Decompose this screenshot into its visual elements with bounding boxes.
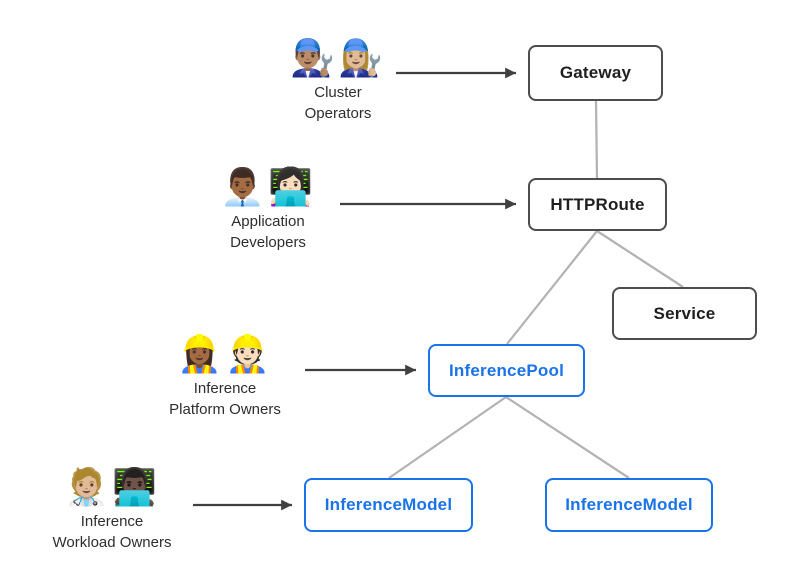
persona-inference-platform-owners: 👷🏾‍♀️👷🏻 Inference Platform Owners [145,330,305,420]
mechanics-emoji-icon: 👨🏽‍🔧👩🏼‍🔧 [290,37,386,78]
node-httproute: HTTPRoute [528,178,667,231]
persona-label: Cluster [314,84,362,101]
persona-label: Workload Owners [52,534,172,551]
node-label: Gateway [559,63,632,82]
construction-workers-emoji-icon: 👷🏾‍♀️👷🏻 [177,333,273,374]
node-service: Service [612,287,757,340]
persona-cluster-operators: 👨🏽‍🔧👩🏼‍🔧 Cluster Operators [258,34,418,124]
persona-inference-workload-owners: 🧑🏼‍⚕️👨🏿‍💻 Inference Workload Owners [32,463,192,553]
edge-httproute-to-service [596,230,684,288]
persona-label: Developers [230,234,306,251]
persona-label: Inference [80,513,144,530]
developers-emoji-icon: 👨🏾‍💼👩🏻‍💻 [220,166,316,207]
node-inferencemodel-2: InferenceModel [545,478,713,532]
edge-inferencepool-to-inferencemodel-1 [388,396,507,479]
node-gateway: Gateway [528,45,663,101]
node-label: InferenceModel [324,495,453,514]
workload-owners-emoji-icon: 🧑🏼‍⚕️👨🏿‍💻 [64,466,160,507]
node-label: HTTPRoute [550,194,645,214]
persona-application-developers: 👨🏾‍💼👩🏻‍💻 Application Developers [188,163,348,253]
node-label: InferenceModel [565,495,693,514]
node-label: InferencePool [448,360,565,380]
edge-httproute-to-inferencepool [506,230,598,345]
edge-gateway-to-httproute [594,100,599,179]
node-inferencemodel-1: InferenceModel [304,478,473,532]
persona-label: Application [231,213,305,230]
node-label: Service [653,303,716,323]
node-inferencepool: InferencePool [428,344,585,397]
edge-inferencepool-to-inferencemodel-2 [505,396,630,479]
persona-label: Operators [304,105,372,122]
persona-label: Inference [193,380,257,397]
persona-label: Platform Owners [169,401,281,418]
